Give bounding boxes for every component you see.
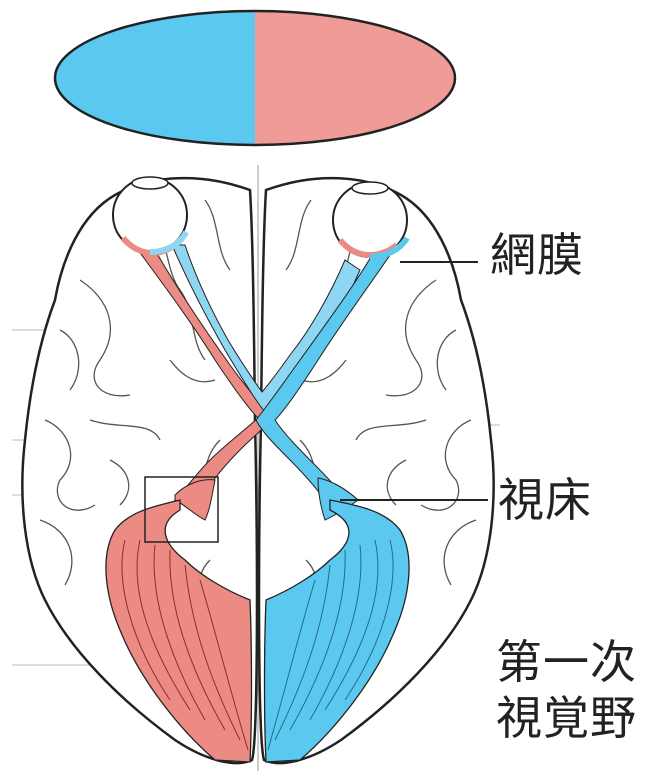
visual-field-left-half	[55, 10, 255, 150]
primary-visual-cortex-line1: 第一次	[496, 634, 637, 690]
primary-visual-cortex-label: 第一次 視覚野	[496, 634, 637, 746]
left-eye	[113, 177, 187, 253]
thalamus-label: 視床	[498, 477, 592, 523]
visual-field-ellipse	[55, 10, 455, 150]
visual-field-right-half	[255, 10, 455, 150]
retina-label: 網膜	[490, 232, 584, 278]
right-eye	[333, 182, 407, 257]
primary-visual-cortex-line2: 視覚野	[496, 690, 637, 746]
